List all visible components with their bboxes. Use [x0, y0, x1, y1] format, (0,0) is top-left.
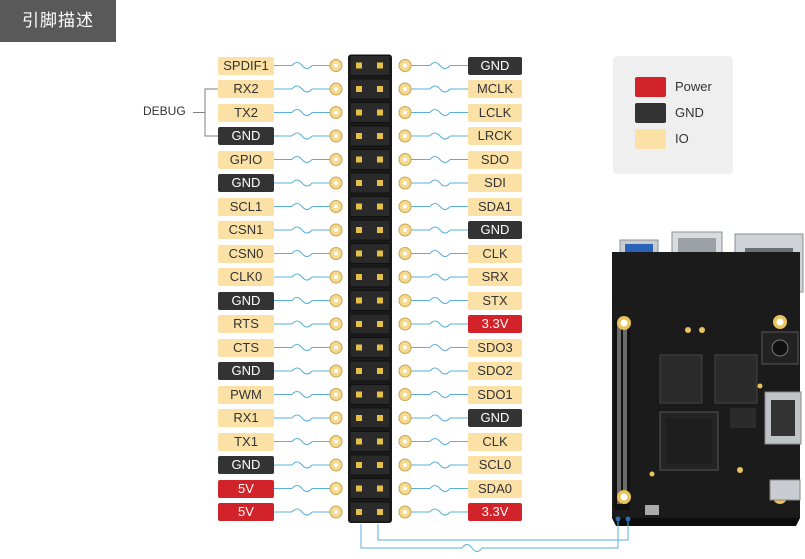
header-pin [377, 509, 383, 515]
left-pin-2: RX2 [218, 80, 274, 98]
left-pin-5: GPIO [218, 150, 274, 169]
left-pin-12: RTS [218, 315, 274, 333]
debug-label: DEBUG [143, 104, 186, 118]
header-pin [377, 156, 383, 163]
header-pin [356, 156, 362, 163]
legend-label-power: Power [675, 79, 712, 94]
right-pin-15: SDO1 [468, 385, 522, 404]
right-pin-12: 3.3V [468, 315, 522, 333]
header-pin [356, 180, 362, 186]
header-pin [377, 133, 383, 139]
right-pin-9: CLK [468, 244, 522, 263]
left-pin-4: GND [218, 127, 274, 145]
header-pin [377, 438, 383, 445]
right-pin-16: GND [468, 409, 522, 427]
header-pin [377, 274, 383, 280]
right-pin-19: SDA0 [468, 479, 522, 498]
header-pin [356, 203, 362, 210]
legend-swatch-gnd [635, 103, 666, 123]
header-pin [377, 180, 383, 186]
right-pin-18: SCL0 [468, 456, 522, 474]
debug-bracket [193, 88, 218, 137]
header-pin [356, 62, 362, 69]
header-pin [377, 368, 383, 374]
right-pin-3: LCLK [468, 103, 522, 122]
left-pin-16: RX1 [218, 409, 274, 427]
board-image [612, 231, 804, 526]
right-pin-10: SRX [468, 268, 522, 286]
right-pin-2: MCLK [468, 80, 522, 98]
right-pin-5: SDO [468, 150, 522, 169]
header-pin [356, 109, 362, 116]
right-pin-7: SDA1 [468, 197, 522, 216]
left-pin-17: TX1 [218, 432, 274, 451]
left-pin-19: 5V [218, 479, 274, 498]
header-pin [356, 485, 362, 492]
header-to-board-lead [360, 516, 631, 552]
header-pin [377, 227, 383, 233]
header-pin [377, 203, 383, 210]
connection-wires [274, 59, 468, 519]
left-pin-9: CSN0 [218, 244, 274, 263]
left-pin-13: CTS [218, 338, 274, 357]
right-pin-4: LRCK [468, 127, 522, 145]
left-pin-18: GND [218, 456, 274, 474]
left-pin-1: SPDIF1 [218, 56, 274, 75]
pin-header [348, 54, 392, 523]
header-pin [356, 438, 362, 445]
legend-swatch-io [635, 129, 666, 149]
right-pin-14: SDO2 [468, 362, 522, 380]
left-pin-14: GND [218, 362, 274, 380]
legend-swatch-power [635, 77, 666, 97]
header-pin [356, 368, 362, 374]
right-pin-6: SDI [468, 174, 522, 192]
header-pin [356, 250, 362, 257]
header-pin [356, 344, 362, 351]
header-pin [356, 321, 362, 327]
right-pin-20: 3.3V [468, 503, 522, 521]
left-pin-10: CLK0 [218, 268, 274, 286]
header-pin [377, 86, 383, 92]
right-pin-8: GND [468, 221, 522, 239]
header-pin [377, 62, 383, 69]
header-pin [356, 227, 362, 233]
header-pin [377, 415, 383, 421]
right-pin-13: SDO3 [468, 338, 522, 357]
header-pin [356, 415, 362, 421]
header-pin [356, 274, 362, 280]
right-pin-1: GND [468, 56, 522, 75]
right-pin-17: CLK [468, 432, 522, 451]
header-pin [377, 109, 383, 116]
left-pin-3: TX2 [218, 103, 274, 122]
header-pin [356, 462, 362, 468]
header-pin [356, 133, 362, 139]
header-pin [377, 462, 383, 468]
header-pin [356, 297, 362, 304]
left-pin-15: PWM [218, 385, 274, 404]
header-pin [356, 509, 362, 515]
header-pin [377, 391, 383, 398]
left-pin-6: GND [218, 174, 274, 192]
legend-label-gnd: GND [675, 105, 704, 120]
header-pin [377, 321, 383, 327]
header-pin [377, 250, 383, 257]
left-pin-8: CSN1 [218, 221, 274, 239]
header-pin [377, 485, 383, 492]
header-pin [377, 344, 383, 351]
header-pin [356, 86, 362, 92]
left-pin-20: 5V [218, 503, 274, 521]
page-title: 引脚描述 [0, 0, 116, 42]
left-pin-11: GND [218, 291, 274, 310]
right-pin-11: STX [468, 291, 522, 310]
header-pin [377, 297, 383, 304]
legend-label-io: IO [675, 131, 689, 146]
left-pin-7: SCL1 [218, 197, 274, 216]
header-pin [356, 391, 362, 398]
